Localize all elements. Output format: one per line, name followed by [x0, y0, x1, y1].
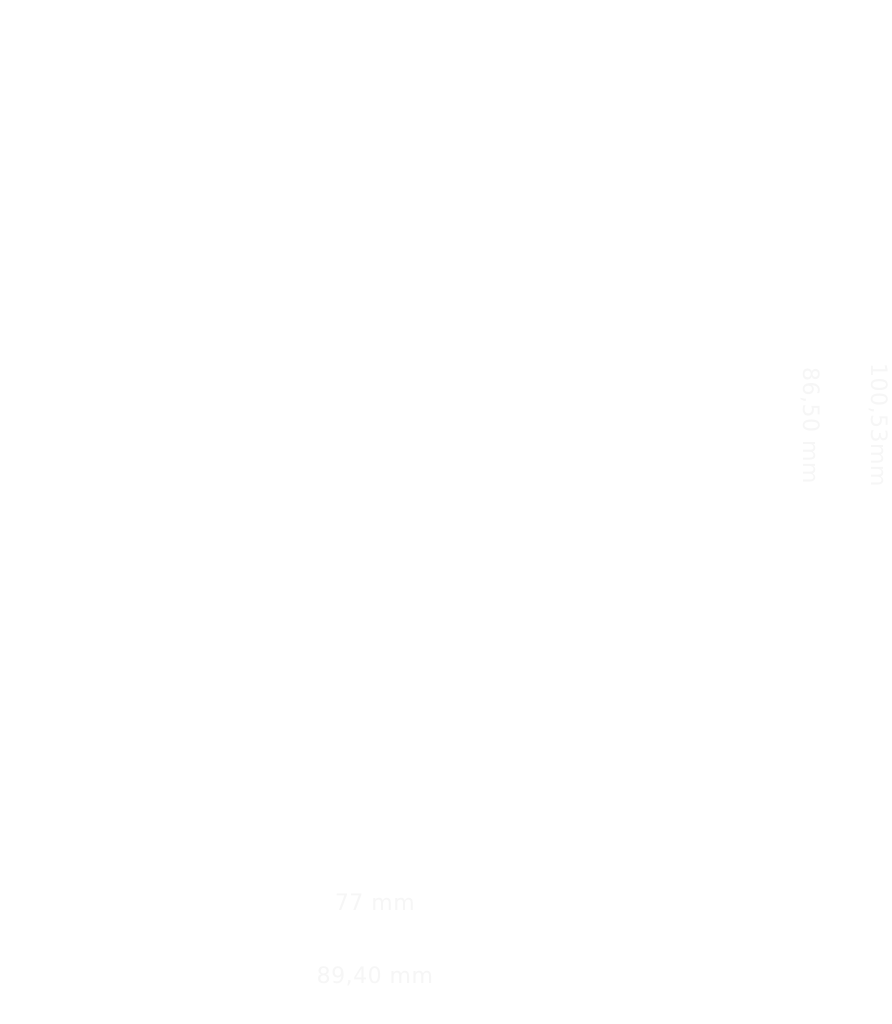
height-outer-label: 100,53mm	[865, 363, 890, 487]
height-inner-label: 86,50 mm	[797, 366, 822, 484]
width-inner-label: 77 mm	[334, 891, 416, 916]
width-outer-label: 89,40 mm	[316, 964, 434, 989]
